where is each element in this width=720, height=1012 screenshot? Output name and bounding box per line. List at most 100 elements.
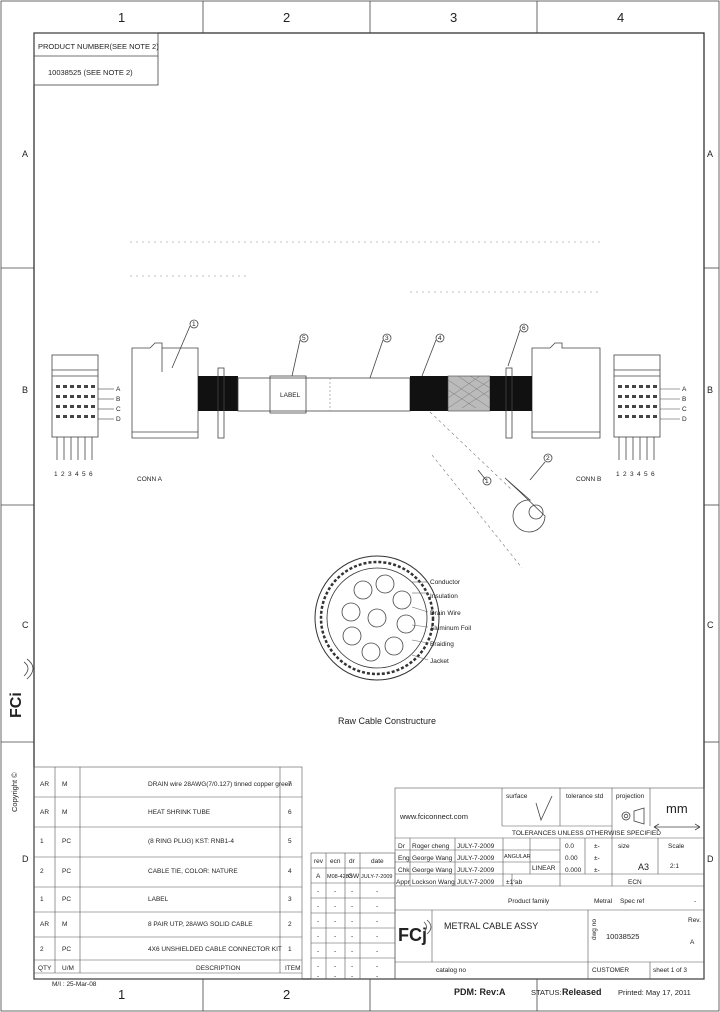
- zone-row-c-left: C: [22, 620, 29, 630]
- tol-2-value: ±-: [594, 855, 600, 862]
- zone-row-b-right: B: [707, 385, 713, 395]
- angular-label: ANGULAR: [504, 854, 531, 860]
- zone-col-2-top: 2: [283, 10, 290, 25]
- balloon-3: 3: [385, 335, 389, 342]
- ring-lug: [504, 477, 546, 533]
- signoff-eng-name: George Wang: [412, 855, 453, 862]
- heat-shrink-right-2: [490, 376, 532, 411]
- bom-row-5-uom: PC: [62, 896, 71, 903]
- rev-row-6-ecn: -: [334, 948, 336, 955]
- product-family-label: Product family: [508, 898, 550, 905]
- tol-3-digits: 0.000: [565, 867, 582, 874]
- rev-row-2-dr: -: [351, 888, 353, 895]
- left-row-c: C: [116, 406, 121, 413]
- right-pin-3: 3: [630, 471, 634, 478]
- bom-row-1-uom: M: [62, 781, 67, 788]
- scale-value: 2:1: [670, 863, 679, 870]
- signoff-appr-role: Appr: [396, 879, 411, 886]
- left-pin-2: 2: [61, 471, 65, 478]
- tol-2-digits: 0.00: [565, 855, 578, 862]
- product-number-value: 10038525 (SEE NOTE 2): [48, 68, 133, 77]
- right-row-a: A: [682, 386, 687, 393]
- bom-row-7-qty: 2: [40, 946, 44, 953]
- rev-row-7-dr: -: [351, 963, 353, 970]
- cable-tie-right: [505, 367, 513, 439]
- right-connector-face: A B C D 1 2 3 4 5 6: [613, 354, 687, 478]
- callout-insulation: Insulation: [430, 593, 458, 600]
- bom-row-5-desc: LABEL: [148, 896, 169, 903]
- signoff-chk-date: JULY-7-2009: [457, 867, 495, 874]
- surface-label: surface: [506, 793, 528, 800]
- right-row-b: B: [682, 396, 686, 403]
- cross-section-caption: Raw Cable Constructure: [338, 716, 436, 726]
- website-link[interactable]: www.fciconnect.com: [399, 812, 468, 821]
- bom-row-4-item: 4: [288, 868, 292, 875]
- rev-row-4-dr: -: [351, 918, 353, 925]
- rev-header-date: date: [371, 858, 384, 865]
- bom-row-1-item: 7: [288, 781, 292, 788]
- rev-row-6-date: -: [376, 948, 378, 955]
- signoff-eng-role: Eng: [398, 855, 410, 862]
- balloon-1-left: 1: [192, 321, 196, 328]
- status-label: STATUS:: [531, 988, 562, 997]
- signoff-appr-name: Lockson Wang: [412, 879, 455, 886]
- units-arrow: [653, 823, 701, 831]
- rev-row-1-ecn: M08-4283: [327, 874, 352, 880]
- rev-row-3-rev: -: [317, 903, 319, 910]
- callout-jacket: Jacket: [430, 658, 449, 665]
- heat-shrink-right: [410, 376, 448, 411]
- rev-row-4-ecn: -: [334, 918, 336, 925]
- fci-title-logo: FCj: [398, 925, 427, 945]
- rev-row-5-rev: -: [317, 933, 319, 940]
- third-angle-projection-icon: [621, 807, 645, 825]
- balloon-2: 2: [546, 455, 550, 462]
- revision-table: rev ecn dr date A M08-4283 GW JULY-7-200…: [310, 852, 396, 980]
- right-pin-6: 6: [651, 471, 655, 478]
- balloon-callouts: 1 5 3 4 6 1 2: [171, 319, 553, 486]
- signoff-appr-date: JULY-7-2009: [457, 879, 495, 886]
- cable-jacket: [237, 377, 411, 412]
- left-row-a: A: [116, 386, 121, 393]
- dwg-no-label: dwg no: [591, 919, 598, 940]
- status-bar: PDM: Rev:A STATUS: Released Printed: May…: [454, 987, 691, 997]
- rev-row-4-date: -: [376, 918, 378, 925]
- signoff-dr-name: Roger cheng: [412, 843, 450, 850]
- size-label: size: [618, 843, 630, 850]
- bom-row-7-uom: PC: [62, 946, 71, 953]
- left-pin-3: 3: [68, 471, 72, 478]
- bom-row-1-qty: AR: [40, 781, 49, 788]
- bom-row-2-desc: HEAT SHRINK TUBE: [148, 809, 211, 816]
- rev-header-dr: dr: [349, 858, 356, 865]
- inner-frame: [33, 32, 705, 980]
- rev-row-8-date: -: [376, 973, 378, 980]
- tol-1-digits: 0.0: [565, 843, 574, 850]
- cable-cross-section: Conductor Insulation Drain Wire Aluminum…: [314, 555, 472, 726]
- bom-row-3-item: 5: [288, 838, 292, 845]
- zone-col-2-bottom: 2: [283, 987, 290, 1002]
- right-pin-5: 5: [644, 471, 648, 478]
- zone-col-1-bottom: 1: [118, 987, 125, 1002]
- bom-row-1-desc: DRAIN wire 28AWG(7/0.127) tinned copper …: [148, 781, 292, 788]
- ecn-label: ECN: [628, 879, 642, 886]
- balloon-1-drain: 1: [485, 478, 489, 485]
- angular-tol: ±1°: [506, 878, 516, 886]
- tolerance-std-label: tolerance std: [566, 793, 604, 800]
- spec-ref-value: -: [694, 898, 696, 905]
- rev-row-7-rev: -: [317, 963, 319, 970]
- scale-label: Scale: [668, 843, 685, 850]
- rev-label: Rev.: [688, 917, 701, 924]
- bom-row-5-qty: 1: [40, 896, 44, 903]
- rev-row-6-rev: -: [317, 948, 319, 955]
- balloon-4: 4: [438, 335, 442, 342]
- rev-row-1-date: JULY-7-2009: [361, 874, 393, 880]
- tolerances-note: TOLERANCES UNLESS OTHERWISE SPECIFIED: [512, 830, 661, 837]
- callout-braiding: Braiding: [430, 641, 454, 648]
- bom-row-2-qty: AR: [40, 809, 49, 816]
- fci-margin-logo: FCi: [8, 658, 34, 718]
- left-pin-5: 5: [82, 471, 86, 478]
- rev-row-5-ecn: -: [334, 933, 336, 940]
- bom-row-7-item: 1: [288, 946, 292, 953]
- zone-row-d-right: D: [707, 854, 714, 864]
- bom-footer-note: M/I : 25-Mar-08: [52, 981, 97, 988]
